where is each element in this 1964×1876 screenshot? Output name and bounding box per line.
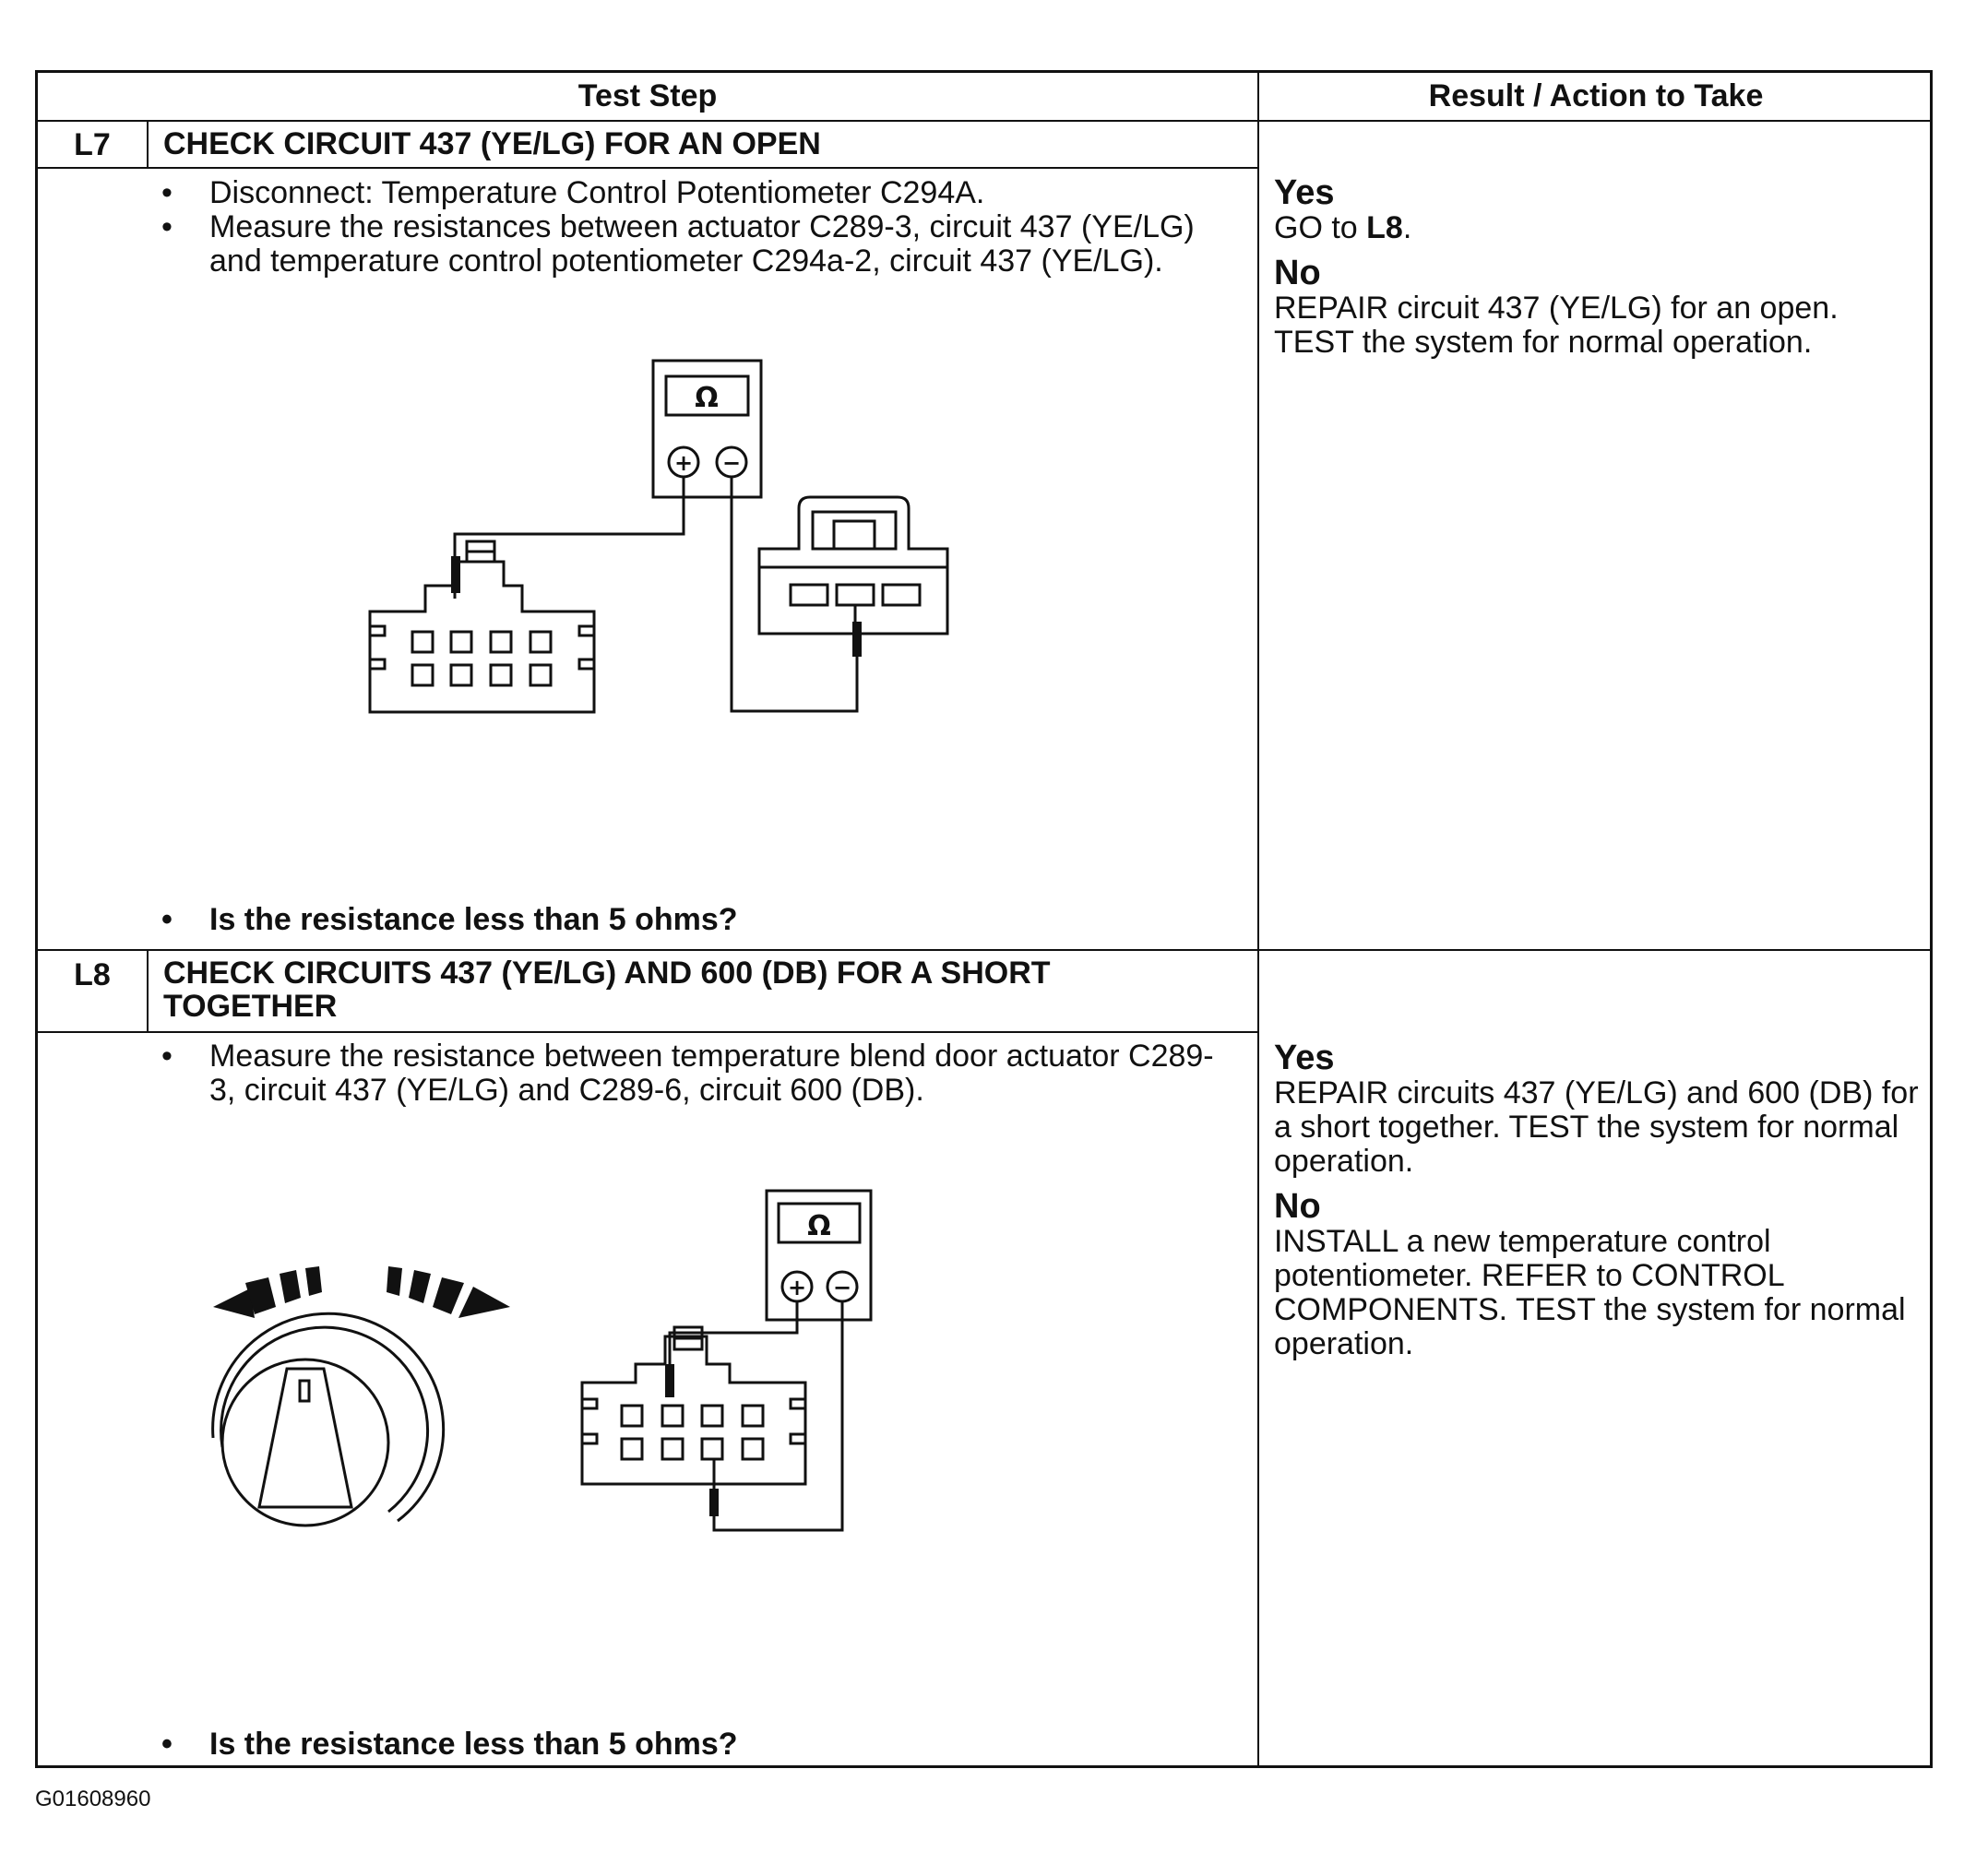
column-divider xyxy=(1257,73,1259,1765)
instruction-item: Measure the resistance between temperatu… xyxy=(158,1039,1228,1108)
minus-symbol: − xyxy=(722,450,741,476)
ohmmeter-body xyxy=(651,359,763,499)
step-title-divider xyxy=(38,1031,1257,1033)
temperature-control-knob xyxy=(220,1358,390,1527)
actuator-connector xyxy=(368,560,596,714)
step-id-separator xyxy=(147,122,149,167)
ohmmeter-body xyxy=(765,1189,873,1322)
step-title-l7: CHECK CIRCUIT 437 (YE/LG) FOR AN OPEN xyxy=(163,126,821,161)
result-no-label: No xyxy=(1274,1187,1321,1226)
connector-measurement-diagram-l7: Ω + − xyxy=(368,359,949,714)
result-no-text: INSTALL a new temperature control potent… xyxy=(1274,1224,1906,1361)
step-instructions-l8: Measure the resistance between temperatu… xyxy=(158,1039,1228,1108)
figure-id: G01608960 xyxy=(35,1787,151,1811)
actuator-connector xyxy=(580,1335,807,1486)
step-question-l8: Is the resistance less than 5 ohms? xyxy=(158,1727,738,1763)
step-question-l7: Is the resistance less than 5 ohms? xyxy=(158,902,738,938)
result-l7: Yes GO to L8. No REPAIR circuit 437 (YE/… xyxy=(1274,174,1920,369)
step-title-divider xyxy=(38,167,1257,169)
step-link-l8: L8 xyxy=(1366,210,1403,245)
result-yes-label: Yes xyxy=(1274,1039,1335,1077)
ohmmeter-display xyxy=(664,374,750,417)
result-yes-text: GO to L8. xyxy=(1274,210,1412,245)
potentiometer-connector xyxy=(757,495,949,635)
step-id-l8: L8 xyxy=(74,956,111,992)
result-l8: Yes REPAIR circuits 437 (YE/LG) and 600 … xyxy=(1274,1039,1920,1371)
result-yes-label: Yes xyxy=(1274,173,1335,212)
blend-door-measurement-diagram-l8: Ω + − xyxy=(211,1189,873,1532)
header-result: Result / Action to Take xyxy=(1428,78,1764,113)
result-no-text: REPAIR circuit 437 (YE/LG) for an open. … xyxy=(1274,291,1839,360)
step-id-separator xyxy=(147,951,149,1031)
minus-symbol: − xyxy=(833,1275,851,1300)
instruction-item: Disconnect: Temperature Control Potentio… xyxy=(158,176,1228,211)
ohm-symbol: Ω xyxy=(807,1210,831,1242)
ohm-symbol: Ω xyxy=(695,382,719,414)
rotation-arrows-icon xyxy=(213,1266,510,1318)
instruction-item: Measure the resistances between actuator… xyxy=(158,210,1228,279)
control-knob-outer-ring xyxy=(211,1312,446,1523)
step-id-l7: L7 xyxy=(74,127,111,162)
step-divider xyxy=(38,949,1930,951)
header-test-step: Test Step xyxy=(577,78,718,113)
plus-symbol: + xyxy=(788,1275,806,1300)
step-instructions-l7: Disconnect: Temperature Control Potentio… xyxy=(158,176,1228,279)
plus-symbol: + xyxy=(674,450,693,476)
result-no-label: No xyxy=(1274,254,1321,292)
step-title-l8: CHECK CIRCUITS 437 (YE/LG) AND 600 (DB) … xyxy=(163,956,1051,1024)
ohmmeter-display xyxy=(777,1202,862,1244)
test-step-table: Test Step Result / Action to Take L7 CHE… xyxy=(35,70,1933,1768)
header-divider xyxy=(38,120,1930,122)
result-yes-text: REPAIR circuits 437 (YE/LG) and 600 (DB)… xyxy=(1274,1075,1919,1179)
